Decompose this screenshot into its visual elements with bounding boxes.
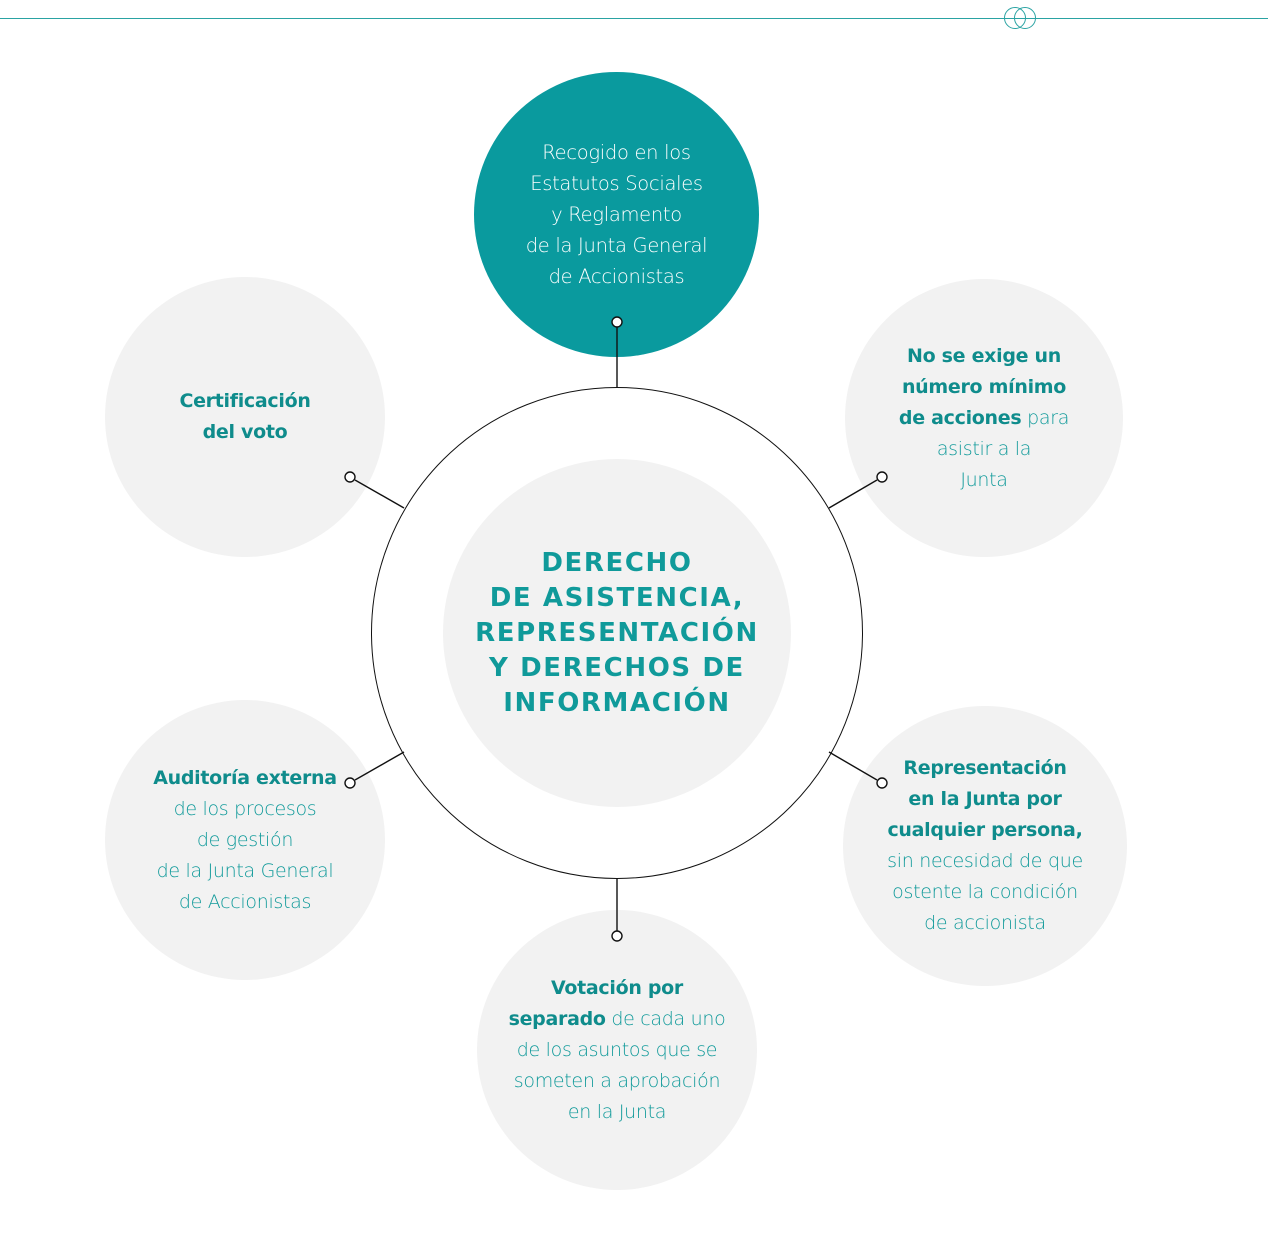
left-bottom-line-2: de los procesos	[153, 794, 337, 825]
central-title-line-4: Y DERECHOS DE	[489, 652, 745, 683]
bold-text: del voto	[202, 421, 288, 443]
bubble-certificacion: Certificación del voto	[105, 277, 385, 557]
bold-text: cualquier persona,	[887, 819, 1083, 841]
right-bottom-line-4: sin necesidad de que	[887, 846, 1083, 877]
bold-text: separado	[508, 1007, 606, 1030]
regular-text: someten a aprobación	[513, 1069, 721, 1092]
regular-text: de gestión	[196, 828, 294, 851]
bold-text: Auditoría externa	[153, 766, 337, 789]
right-bottom-line-1: Representación	[887, 753, 1083, 784]
left-bottom-line-4: de la Junta General	[153, 856, 337, 887]
right-top-line-1: No se exige un	[899, 341, 1069, 372]
bold-text: Certificación	[179, 390, 311, 412]
estatutos-text: Recogido en los Estatutos Sociales y Reg…	[526, 137, 708, 292]
left-bottom-line-5: de Accionistas	[153, 887, 337, 918]
estatutos-line-4: de la Junta General	[525, 234, 708, 257]
bottom-line-2: separado de cada uno	[509, 1004, 726, 1035]
top-divider-line	[0, 18, 1268, 19]
estatutos-line-5: de Accionistas	[548, 265, 685, 288]
bubble-votacion: Votación por separado de cada uno de los a…	[477, 910, 757, 1190]
estatutos-line-2: Estatutos Sociales	[530, 172, 703, 195]
left-bottom-line-1: Auditoría externa	[153, 763, 337, 794]
bubble-certificacion-text: Certificación del voto	[179, 386, 310, 448]
regular-text: Junta	[960, 468, 1008, 491]
bottom-line-1: Votación por	[509, 973, 726, 1004]
estatutos-line-3: y Reglamento	[551, 203, 682, 226]
bold-text: No se exige un	[906, 344, 1061, 367]
central-circle: DERECHO DE ASISTENCIA, REPRESENTACIÓN Y …	[443, 459, 791, 807]
right-top-line-4: asistir a la	[899, 434, 1069, 465]
regular-text: de la Junta General	[156, 859, 334, 882]
regular-text: de Accionistas	[178, 890, 312, 913]
right-top-line-2: número mínimo	[899, 372, 1069, 403]
regular-text: en la Junta	[567, 1100, 667, 1123]
right-bottom-line-2: en la Junta por	[887, 784, 1083, 815]
central-title-line-3: REPRESENTACIÓN	[475, 617, 759, 648]
bubble-representacion: Representación en la Junta por cualquier p…	[843, 706, 1127, 986]
estatutos-line-1: Recogido en los	[542, 141, 691, 164]
bottom-line-3: de los asuntos que se	[509, 1035, 726, 1066]
bottom-line-4: someten a aprobación	[509, 1066, 726, 1097]
bubble-numero-minimo-text: No se exige un número mínimo de acciones p…	[899, 341, 1069, 496]
left-top-line-2: del voto	[179, 417, 310, 448]
regular-text: de los asuntos que se	[516, 1038, 718, 1061]
regular-text: para	[1021, 406, 1070, 429]
bubble-auditoria-text: Auditoría externa de los procesos de gesti…	[153, 763, 337, 918]
right-bottom-line-3: cualquier persona,	[887, 815, 1083, 846]
right-top-line-5: Junta	[899, 465, 1069, 496]
estatutos-circle: Recogido en los Estatutos Sociales y Reg…	[474, 72, 759, 357]
bubble-representacion-text: Representación en la Junta por cualquier p…	[887, 753, 1083, 939]
left-top-line-1: Certificación	[179, 386, 310, 417]
central-title-line-5: INFORMACIÓN	[503, 687, 731, 718]
right-top-line-3: de acciones para	[899, 403, 1069, 434]
bottom-line-5: en la Junta	[509, 1097, 726, 1128]
regular-text: ostente la condición	[892, 881, 1078, 903]
bubble-numero-minimo: No se exige un número mínimo de acciones p…	[845, 279, 1123, 557]
bold-text: de acciones	[898, 406, 1022, 429]
central-title: DERECHO DE ASISTENCIA, REPRESENTACIÓN Y …	[475, 546, 759, 721]
regular-text: sin necesidad de que	[887, 850, 1083, 872]
regular-text: de cada uno	[605, 1007, 726, 1030]
central-title-line-2: DE ASISTENCIA,	[489, 582, 745, 613]
linked-rings-icon	[998, 6, 1042, 30]
bold-text: Representación	[903, 757, 1067, 779]
central-title-line-1: DERECHO	[541, 547, 693, 578]
bold-text: Votación por	[550, 976, 684, 999]
regular-text: asistir a la	[936, 437, 1032, 460]
right-bottom-line-6: de accionista	[887, 908, 1083, 939]
right-bottom-line-5: ostente la condición	[887, 877, 1083, 908]
regular-text: de accionista	[924, 912, 1046, 934]
bubble-auditoria: Auditoría externa de los procesos de gesti…	[105, 700, 385, 980]
left-bottom-line-3: de gestión	[153, 825, 337, 856]
regular-text: de los procesos	[173, 797, 317, 820]
bold-text: en la Junta por	[908, 788, 1062, 810]
ring-right	[1014, 7, 1036, 29]
bubble-votacion-text: Votación por separado de cada uno de los a…	[509, 973, 726, 1128]
bold-text: número mínimo	[901, 375, 1067, 398]
